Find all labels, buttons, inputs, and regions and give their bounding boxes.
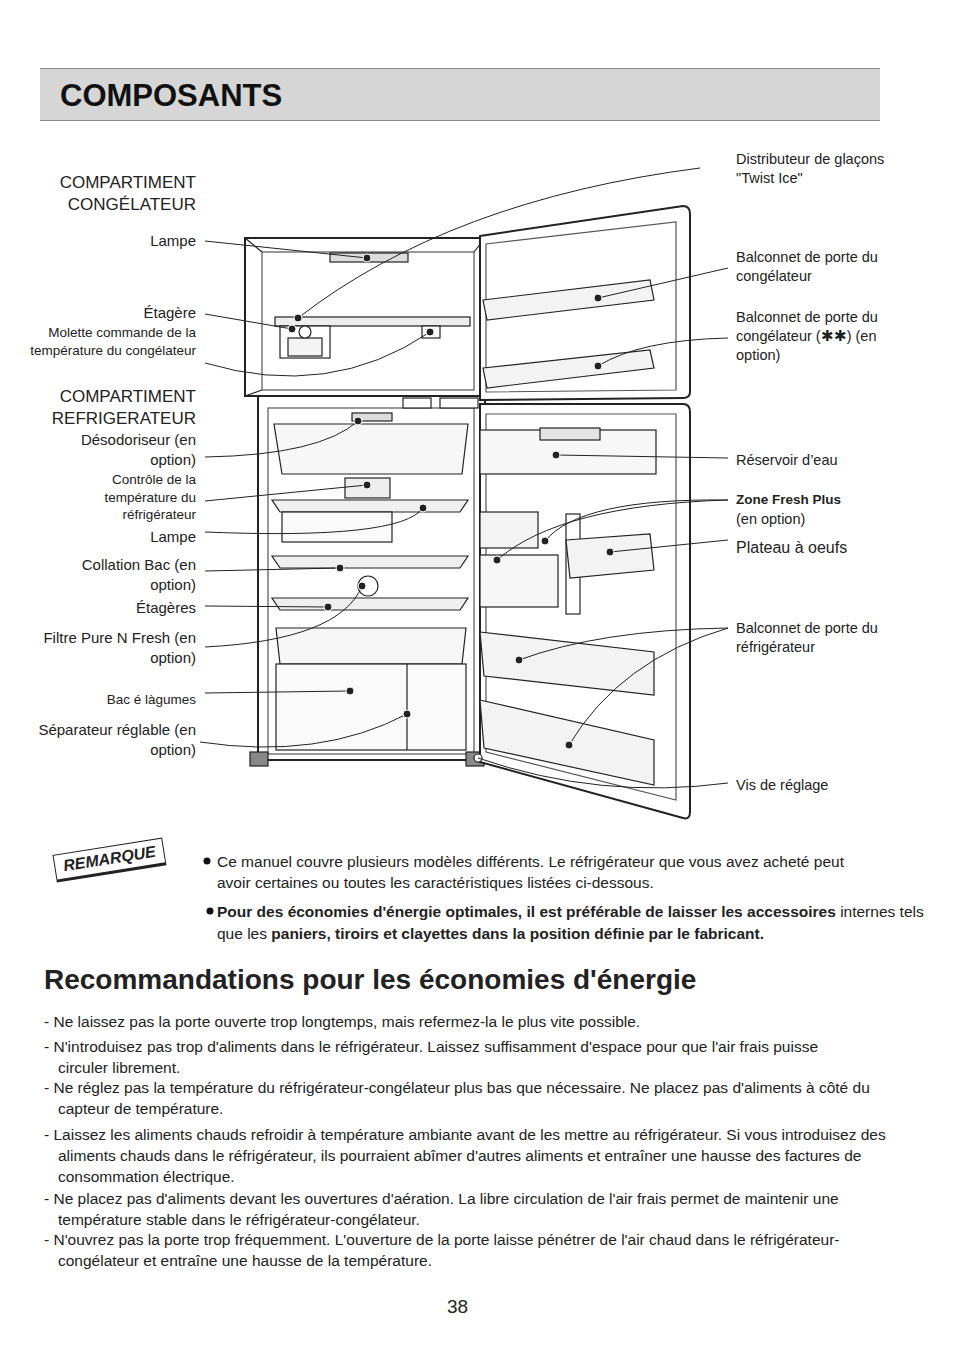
- note-text: Pour des économies d'énergie optimales, …: [217, 903, 836, 920]
- part-label: Réservoir d’eau: [736, 451, 896, 470]
- tip-text: - N'introduisez pas trop d'aliments dans…: [44, 1036, 844, 1078]
- part-label: Étagères: [76, 598, 196, 618]
- section-heading: COMPARTIMENT REFRIGERATEUR: [0, 386, 196, 430]
- part-label: Balconnet de porte du réfrigérateur: [736, 619, 896, 657]
- part-label: Plateau à oeufs: [736, 538, 926, 559]
- part-label: Balconnet de porte du congélateur (✱✱) (…: [736, 308, 896, 365]
- part-label: Collation Bac (en option): [66, 555, 196, 594]
- part-label: Distributeur de glaçons "Twist Ice": [736, 150, 896, 188]
- section-heading: COMPARTIMENT CONGÉLATEUR: [0, 172, 196, 216]
- tip-text: - Ne réglez pas la température du réfrig…: [44, 1077, 874, 1119]
- part-label: Balconnet de porte du congélateur: [736, 248, 896, 286]
- part-label: Séparateur réglable (en option): [21, 720, 196, 759]
- part-label: Désodoriseur (en option): [66, 430, 196, 469]
- part-label: Lampe: [76, 231, 196, 251]
- part-label: (en option): [736, 510, 926, 529]
- note-tag-text: REMARQUE: [62, 843, 157, 875]
- part-label: Vis de réglage: [736, 776, 896, 795]
- part-label: Étagère: [76, 303, 196, 323]
- tip-text: - Laissez les aliments chauds refroidir …: [44, 1124, 904, 1187]
- tip-text: - Ne placez pas d'aliments devant les ou…: [44, 1188, 874, 1230]
- note-text: paniers, tiroirs et clayettes dans la po…: [271, 925, 764, 942]
- part-label: Contrôle de la température du réfrigérat…: [46, 471, 196, 524]
- tip-text: - N'ouvrez pas la porte trop fréquemment…: [44, 1229, 874, 1271]
- note-text: Ce manuel couvre plusieurs modèles diffé…: [217, 851, 857, 893]
- part-label: Molette commande de la température du co…: [21, 324, 196, 359]
- part-label: Zone Fresh Plus: [736, 491, 926, 509]
- part-label: Bac é làgumes: [46, 691, 196, 709]
- part-label: Filtre Pure N Fresh (en option): [26, 628, 196, 667]
- section-title: Recommandations pour les économies d'éne…: [44, 962, 924, 998]
- part-label: Lampe: [76, 527, 196, 547]
- page-number: 38: [447, 1295, 507, 1320]
- note-paragraph: Pour des économies d'énergie optimales, …: [217, 901, 937, 945]
- page-title: COMPOSANTS: [60, 76, 282, 116]
- tip-text: - Ne laissez pas la porte ouverte trop l…: [44, 1011, 924, 1032]
- note-tag: REMARQUE: [52, 837, 166, 882]
